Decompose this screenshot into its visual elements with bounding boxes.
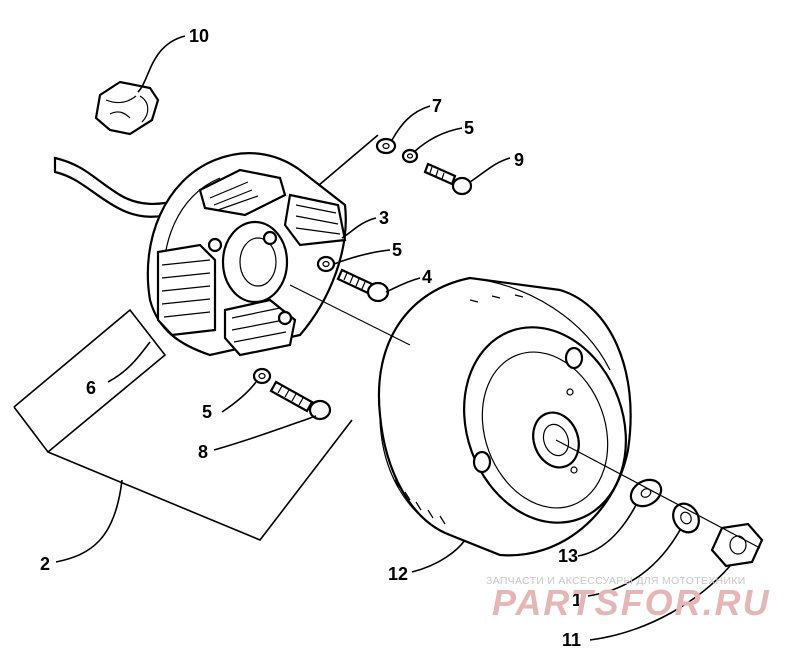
part-5-lockwasher-mid bbox=[316, 255, 336, 273]
callout-9: 9 bbox=[514, 150, 524, 170]
callout-6: 6 bbox=[86, 378, 96, 398]
callout-3: 3 bbox=[379, 208, 389, 228]
callout-10: 10 bbox=[189, 26, 209, 46]
watermark-logo: PARTSFOR.RU bbox=[492, 582, 771, 623]
part-8-screw bbox=[269, 380, 332, 421]
callout-2: 2 bbox=[40, 554, 50, 574]
part-11-nut bbox=[710, 522, 764, 568]
callout-4: 4 bbox=[422, 267, 432, 287]
callout-5-mid: 5 bbox=[392, 240, 402, 260]
part-9-screw bbox=[423, 162, 473, 196]
part-10-grommet bbox=[94, 80, 160, 136]
stator-axis-line bbox=[289, 284, 411, 346]
part-12-flywheel bbox=[377, 276, 632, 557]
part-7-washer bbox=[375, 137, 397, 155]
callout-12: 12 bbox=[388, 564, 408, 584]
watermark-caption: ЗАПЧАСТИ И АКСЕССУАРЫ ДЛЯ МОТОТЕХНИКИ bbox=[486, 575, 746, 587]
shaft-axis-line bbox=[555, 439, 761, 549]
callout-5-top: 5 bbox=[464, 118, 474, 138]
part-3-stator-assembly bbox=[146, 152, 347, 357]
part-5-lockwasher-top bbox=[401, 148, 419, 164]
part-1-lockwasher bbox=[672, 502, 700, 534]
part-4-screw bbox=[336, 268, 390, 303]
part-5-lockwasher-bottom bbox=[252, 367, 272, 385]
part-13-washer bbox=[629, 478, 663, 508]
callout-8: 8 bbox=[198, 442, 208, 462]
callout-1: 1 bbox=[572, 590, 582, 610]
callout-7: 7 bbox=[432, 96, 442, 116]
leader-lines bbox=[55, 35, 731, 641]
callout-5-bottom: 5 bbox=[202, 402, 212, 422]
callout-11: 11 bbox=[562, 630, 581, 650]
callout-13: 13 bbox=[558, 546, 578, 566]
